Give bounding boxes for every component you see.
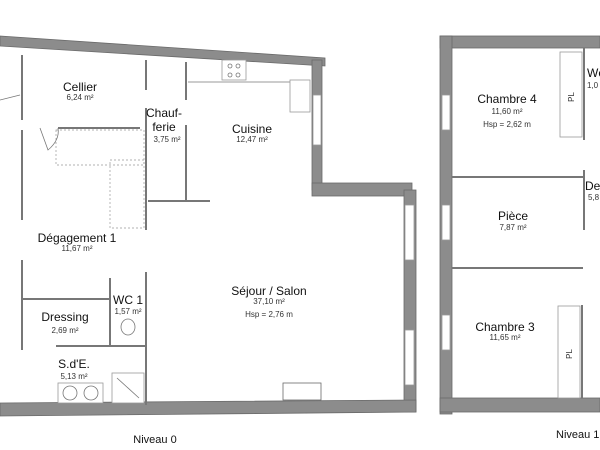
- kitchen-window: [312, 94, 322, 146]
- room-name-cellier: Cellier: [63, 80, 97, 94]
- room-name-dressing: Dressing: [41, 310, 88, 324]
- room-name-wc1: WC 1: [113, 293, 143, 307]
- placard-2: [557, 305, 581, 399]
- salon-window-2: [404, 329, 415, 386]
- room-area-cellier: 6,24 m²: [66, 93, 93, 102]
- room-area-chambre4: 11,60 m²: [492, 107, 523, 116]
- room-name-degagement: Dégagement 1: [38, 231, 117, 245]
- room-area-cuisine: 12,47 m²: [236, 135, 268, 144]
- room-area-degagement: 11,67 m²: [62, 244, 93, 253]
- l1-window-3: [441, 314, 451, 351]
- level-0-label: Niveau 0: [133, 434, 176, 446]
- room-area-wc2: 1,0: [587, 81, 599, 90]
- room-area-wc1: 1,57 m²: [114, 307, 141, 316]
- right-jog-wall: [311, 182, 413, 197]
- room-area-sejour: 37,10 m²: [253, 297, 285, 306]
- staircase-lower: [109, 159, 145, 229]
- level-1-label: Niveau 1: [556, 429, 599, 441]
- room-name-degagement2: De: [585, 179, 600, 193]
- room-area-dressing: 2,69 m²: [51, 326, 78, 335]
- room-height-sejour: Hsp = 2,76 m: [245, 310, 293, 319]
- room-name-wc2: Wc: [587, 66, 600, 80]
- room-area-chaufferie: 3,75 m²: [153, 135, 180, 144]
- sink-bowl-icon: [62, 385, 78, 401]
- room-area-piece: 7,87 m²: [499, 223, 526, 232]
- sink-icon: [289, 79, 311, 113]
- room-name-piece: Pièce: [498, 209, 528, 223]
- level-1-plan: [439, 35, 600, 415]
- door-cellier-arc: [39, 127, 59, 151]
- toilet-icon: [120, 318, 136, 336]
- l1-window-1: [441, 94, 451, 131]
- staircase: [55, 129, 145, 166]
- room-name-chambre4: Chambre 4: [477, 92, 537, 106]
- l1-window-2: [441, 204, 451, 241]
- placard-label-1: PL: [567, 92, 576, 102]
- room-name-sejour: Séjour / Salon: [231, 284, 306, 298]
- room-name-chaufferie-1: Chauf-: [146, 106, 182, 120]
- double-sink-icon: [57, 382, 104, 404]
- l1-top-wall: [439, 35, 600, 49]
- room-name-cuisine: Cuisine: [232, 122, 272, 136]
- room-name-sde: S.d'E.: [58, 357, 90, 371]
- room-area-degagement2: 5,8: [588, 193, 600, 202]
- top-wall: [0, 35, 326, 67]
- room-name-chaufferie-2: ferie: [152, 120, 176, 134]
- salon-window-1: [404, 204, 415, 261]
- bottom-wall: [0, 399, 417, 417]
- stove-icon: [221, 59, 247, 81]
- door-cellier: [0, 94, 21, 101]
- l1-bottom-wall: [439, 397, 600, 413]
- fireplace: [282, 382, 322, 401]
- room-area-sde: 5,13 m²: [60, 372, 87, 381]
- room-name-chambre3: Chambre 3: [475, 320, 535, 334]
- room-height-chambre4: Hsp = 2,62 m: [483, 120, 531, 129]
- room-area-chambre3: 11,65 m²: [490, 333, 521, 342]
- level-0-plan: [0, 35, 417, 417]
- sink-bowl-icon: [83, 385, 99, 401]
- placard-1: [559, 51, 583, 138]
- placard-label-2: PL: [565, 349, 574, 359]
